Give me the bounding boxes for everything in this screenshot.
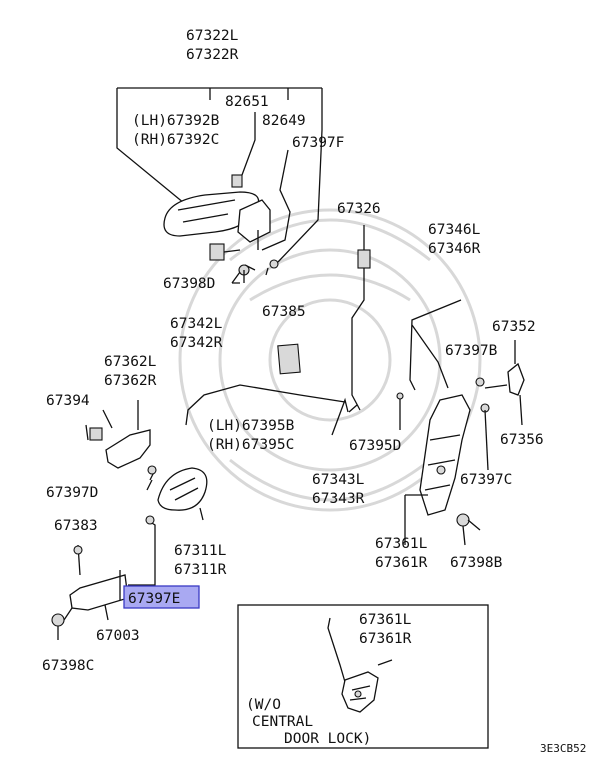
- label-67311-l: 67311L: [174, 543, 227, 559]
- rods: [185, 225, 462, 436]
- inset-note-line-3: DOOR LOCK): [284, 731, 371, 747]
- label-67394: 67394: [46, 393, 90, 409]
- door-check-assembly: [51, 544, 129, 640]
- callout-labels: 67322L 67322R 82651 (LH)67392B (RH)67392…: [42, 28, 586, 755]
- label-67395-c: (RH)67395C: [207, 437, 294, 453]
- label-67342-r: 67342R: [170, 335, 223, 351]
- label-67398-b: 67398B: [450, 555, 503, 571]
- inset-label-67361-l: 67361L: [359, 612, 412, 628]
- label-67322-l: 67322L: [186, 28, 239, 44]
- label-67346-l: 67346L: [428, 222, 481, 238]
- label-67343-l: 67343L: [312, 472, 365, 488]
- label-82651: 82651: [225, 94, 269, 110]
- label-67346-r: 67346R: [428, 241, 481, 257]
- label-67362-l: 67362L: [104, 354, 157, 370]
- label-67397-e: 67397E: [128, 591, 180, 607]
- inner-handle-assembly: [89, 400, 208, 586]
- outer-handle-assembly: [116, 87, 323, 284]
- label-67385: 67385: [262, 304, 306, 320]
- part-67385-icon: [277, 343, 301, 375]
- latch-assembly: [396, 340, 525, 546]
- label-67392-b: (LH)67392B: [132, 113, 220, 129]
- inset-note-line-1: (W/O: [246, 697, 281, 713]
- label-67397-c: 67397C: [460, 472, 512, 488]
- label-82649: 82649: [262, 113, 306, 129]
- label-67361-l: 67361L: [375, 536, 428, 552]
- label-67397-b: 67397B: [445, 343, 498, 359]
- label-67397-f: 67397F: [292, 135, 344, 151]
- highlight-67397-e: [123, 585, 200, 609]
- label-67356: 67356: [500, 432, 544, 448]
- inset-label-67361-r: 67361R: [359, 631, 412, 647]
- label-67383: 67383: [54, 518, 98, 534]
- label-67322-r: 67322R: [186, 47, 239, 63]
- inset-latch-icon: [327, 617, 393, 713]
- label-67395-b: (LH)67395B: [207, 418, 295, 434]
- label-67361-r: 67361R: [375, 555, 428, 571]
- label-67352: 67352: [492, 319, 536, 335]
- label-67343-r: 67343R: [312, 491, 365, 507]
- watermark-emblem-icon: [178, 208, 482, 512]
- label-67362-r: 67362R: [104, 373, 157, 389]
- label-67398-c: 67398C: [42, 658, 94, 674]
- label-67392-c: (RH)67392C: [132, 132, 219, 148]
- label-67326: 67326: [337, 201, 381, 217]
- inset-note-line-2: CENTRAL: [252, 714, 313, 730]
- inset-box: [237, 604, 489, 749]
- label-67342-l: 67342L: [170, 316, 223, 332]
- label-67397-d: 67397D: [46, 485, 98, 501]
- label-67395-d: 67395D: [349, 438, 401, 454]
- label-67311-r: 67311R: [174, 562, 227, 578]
- label-67398-d: 67398D: [163, 276, 215, 292]
- label-67003: 67003: [96, 628, 140, 644]
- diagram-code: 3E3CB52: [540, 742, 586, 755]
